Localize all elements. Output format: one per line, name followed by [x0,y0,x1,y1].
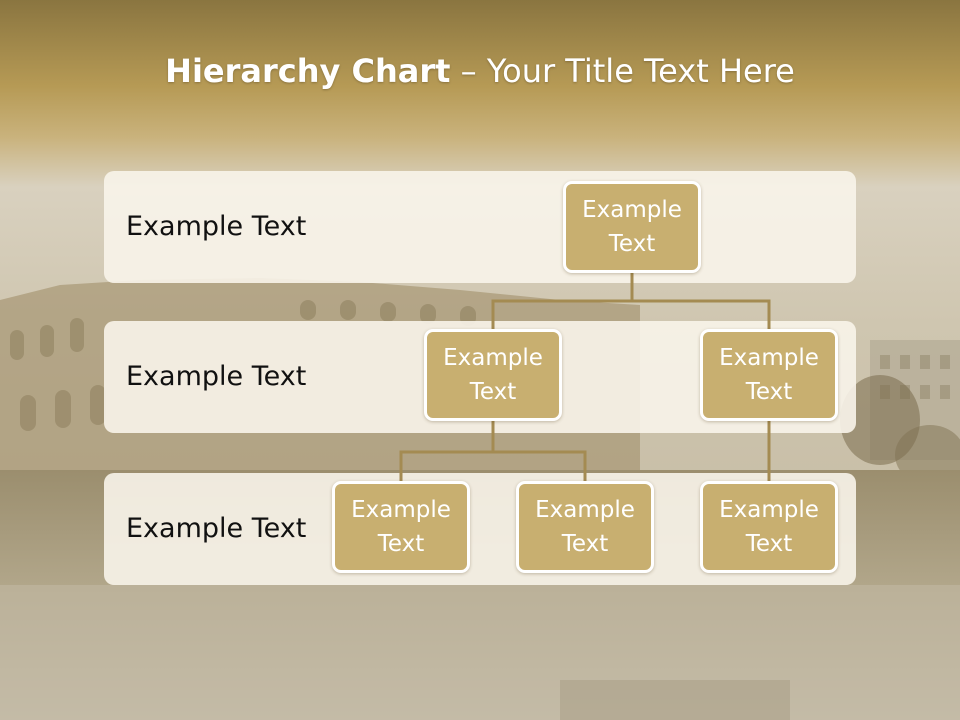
node-level2-left-label: Example Text [443,345,543,405]
connector-left-to-level3 [399,421,587,482]
level-band-1: Example Text [104,171,856,283]
node-root-label: Example Text [582,197,682,257]
connector-root-to-level2 [491,273,771,330]
slide-title: Hierarchy Chart – Your Title Text Here [0,52,960,90]
node-level3-a-label: Example Text [351,497,451,557]
level-label-1: Example Text [126,211,307,242]
node-level2-left[interactable]: Example Text [424,329,562,421]
node-level3-a[interactable]: Example Text [332,481,470,573]
level-label-2: Example Text [126,361,307,392]
node-level3-b[interactable]: Example Text [516,481,654,573]
node-level2-right-label: Example Text [719,345,819,405]
node-level2-right[interactable]: Example Text [700,329,838,421]
level-label-3: Example Text [126,513,307,544]
node-level3-c[interactable]: Example Text [700,481,838,573]
node-level3-b-label: Example Text [535,497,635,557]
title-bold: Hierarchy Chart [165,52,451,90]
node-level3-c-label: Example Text [719,497,819,557]
node-root[interactable]: Example Text [563,181,701,273]
title-rest: – Your Title Text Here [450,52,795,90]
